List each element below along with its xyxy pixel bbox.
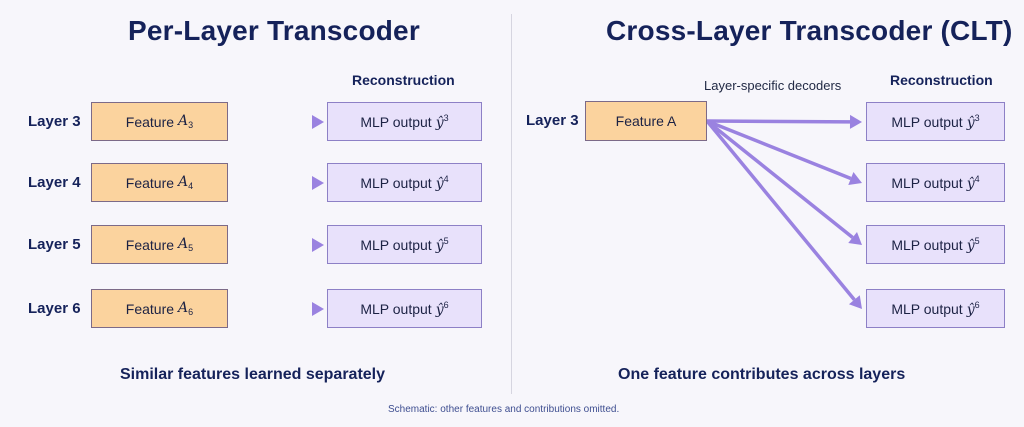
clt-mlp-output-box: MLP output ŷ5	[866, 225, 1005, 264]
layer-label: Layer 4	[28, 174, 81, 191]
layer-label: Layer 5	[28, 236, 81, 253]
decoder-arrow	[706, 114, 862, 129]
output-label: MLP output	[891, 236, 963, 253]
layer-label: Layer 6	[28, 300, 81, 317]
per-layer-feature-box: Feature A6	[91, 289, 228, 328]
output-symbol: ŷ3	[966, 112, 980, 131]
decoder-arrow	[705, 119, 862, 309]
output-symbol: ŷ4	[435, 173, 449, 192]
output-label: MLP output	[360, 174, 432, 191]
output-label: MLP output	[891, 174, 963, 191]
decoder-arrow	[706, 119, 862, 186]
per-layer-feature-box: Feature A5	[91, 225, 228, 264]
clt-mlp-output-box: MLP output ŷ3	[866, 102, 1005, 141]
feature-symbol: A6	[178, 300, 194, 317]
left-reconstruction-header: Reconstruction	[352, 72, 455, 88]
clt-mlp-output-box: MLP output ŷ6	[866, 289, 1005, 328]
right-layer-label: Layer 3	[526, 112, 579, 129]
output-label: MLP output	[891, 300, 963, 317]
output-symbol: ŷ6	[966, 299, 980, 318]
per-layer-feature-box: Feature A3	[91, 102, 228, 141]
mlp-output-box: MLP output ŷ4	[327, 163, 482, 202]
footnote: Schematic: other features and contributi…	[388, 404, 620, 415]
decoders-label: Layer-specific decoders	[704, 78, 842, 93]
output-label: MLP output	[360, 300, 432, 317]
clt-feature-box: Feature A	[585, 101, 707, 141]
per-layer-arrow	[229, 302, 324, 316]
per-layer-arrow	[229, 176, 324, 190]
panel-divider	[511, 14, 512, 394]
right-reconstruction-header: Reconstruction	[890, 72, 993, 88]
per-layer-feature-box: Feature A4	[91, 163, 228, 202]
feature-label: Feature	[125, 174, 175, 191]
output-symbol: ŷ5	[966, 235, 980, 254]
mlp-output-box: MLP output ŷ6	[327, 289, 482, 328]
feature-symbol: A4	[178, 174, 194, 191]
output-symbol: ŷ6	[435, 299, 449, 318]
output-label: MLP output	[891, 113, 963, 130]
output-label: MLP output	[360, 113, 432, 130]
per-layer-arrow	[229, 115, 324, 129]
output-symbol: ŷ4	[966, 173, 980, 192]
right-panel-title: Cross-Layer Transcoder (CLT)	[606, 15, 1013, 46]
feature-symbol: A5	[178, 236, 194, 253]
clt-feature-label: Feature A	[615, 113, 677, 129]
left-caption: Similar features learned separately	[120, 366, 386, 383]
per-layer-arrow	[229, 238, 324, 252]
feature-label: Feature	[125, 113, 175, 130]
feature-label: Feature	[125, 300, 175, 317]
output-symbol: ŷ5	[435, 235, 449, 254]
left-panel-title: Per-Layer Transcoder	[128, 15, 420, 46]
right-caption: One feature contributes across layers	[618, 366, 906, 383]
output-symbol: ŷ3	[435, 112, 449, 131]
layer-label: Layer 3	[28, 113, 81, 130]
feature-label: Feature	[125, 236, 175, 253]
clt-mlp-output-box: MLP output ŷ4	[866, 163, 1005, 202]
output-label: MLP output	[360, 236, 432, 253]
mlp-output-box: MLP output ŷ5	[327, 225, 482, 264]
feature-symbol: A3	[178, 113, 194, 130]
mlp-output-box: MLP output ŷ3	[327, 102, 482, 141]
decoder-arrow	[705, 119, 862, 245]
